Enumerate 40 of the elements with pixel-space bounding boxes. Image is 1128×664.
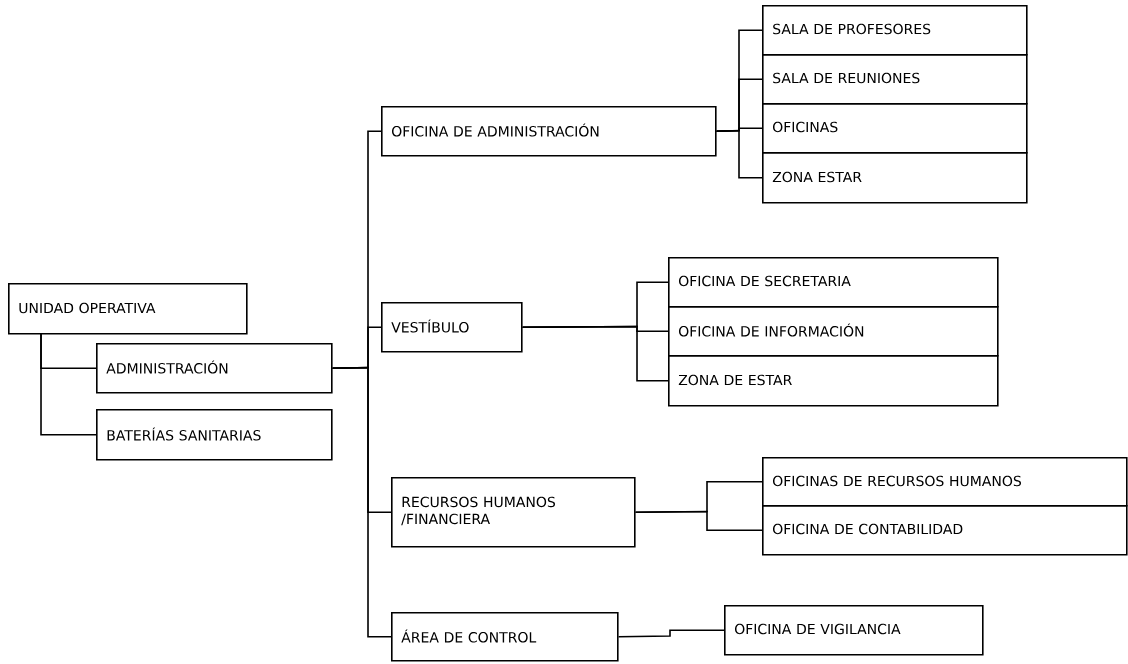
connector-line — [331, 366, 392, 638]
box-label: OFICINAS — [773, 121, 838, 133]
box — [762, 5, 1028, 56]
box — [762, 457, 1128, 507]
box-label: OFICINA DE INFORMACIÓN — [679, 323, 864, 337]
box-label: SALA DE REUNIONES — [773, 72, 920, 84]
box — [762, 505, 1128, 556]
box — [381, 106, 717, 157]
box — [668, 355, 999, 407]
connector-line — [617, 629, 725, 638]
box — [762, 103, 1028, 154]
box — [96, 409, 333, 461]
box-label: ZONA ESTAR — [772, 171, 862, 183]
box — [762, 152, 1028, 204]
box-label: OFICINA DE CONTABILIDAD — [773, 523, 963, 535]
box — [762, 54, 1028, 105]
connector-line — [40, 332, 97, 436]
box-label: ÁREA DE CONTROL — [401, 629, 537, 643]
box — [668, 306, 999, 357]
connector-line — [715, 129, 763, 179]
box — [381, 302, 523, 353]
connector-line — [634, 510, 763, 532]
box-label: OFICINA DE VIGILANCIA — [735, 623, 901, 635]
box — [391, 612, 619, 662]
box-label: ZONA DE ESTAR — [678, 374, 792, 386]
box — [391, 477, 636, 548]
box-label: UNIDAD OPERATIVA — [19, 302, 156, 314]
connector-line — [521, 325, 669, 382]
box-label: SALA DE PROFESORES — [773, 23, 931, 35]
box-label: ADMINISTRACIÓN — [106, 360, 228, 374]
box — [724, 605, 984, 656]
box-label: BATERÍAS SANITARIAS — [107, 427, 261, 441]
box-label: RECURSOS HUMANOS /FINANCIERA — [401, 496, 555, 526]
box — [96, 343, 333, 394]
box-label: OFICINAS DE RECURSOS HUMANOS — [773, 475, 1021, 487]
box — [668, 257, 999, 308]
box — [8, 283, 248, 335]
box-label: OFICINA DE ADMINISTRACIÓN — [392, 123, 599, 137]
box-label: OFICINA DE SECRETARIA — [679, 275, 851, 287]
box-label: VESTÍBULO — [391, 319, 469, 333]
